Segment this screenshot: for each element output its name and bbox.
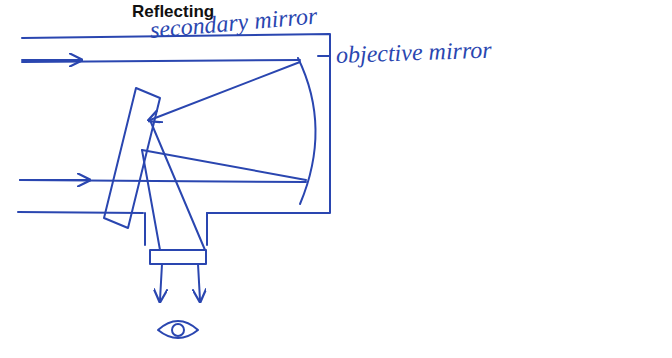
light-ray: [20, 179, 88, 181]
light-ray: [150, 120, 205, 250]
leader-line: [318, 55, 330, 57]
light-ray: [142, 150, 160, 250]
light-ray: [20, 180, 306, 182]
light-ray: [22, 60, 300, 62]
telescope-tube: [18, 34, 330, 213]
eye: [158, 321, 198, 338]
part-label: objective mirror: [336, 37, 493, 69]
light-ray: [160, 264, 162, 300]
eyepiece-lens: [150, 250, 206, 264]
light-ray: [142, 150, 306, 180]
light-ray: [22, 59, 80, 61]
eye-pupil: [172, 324, 184, 336]
light-ray: [198, 264, 200, 300]
light-ray: [150, 62, 300, 120]
